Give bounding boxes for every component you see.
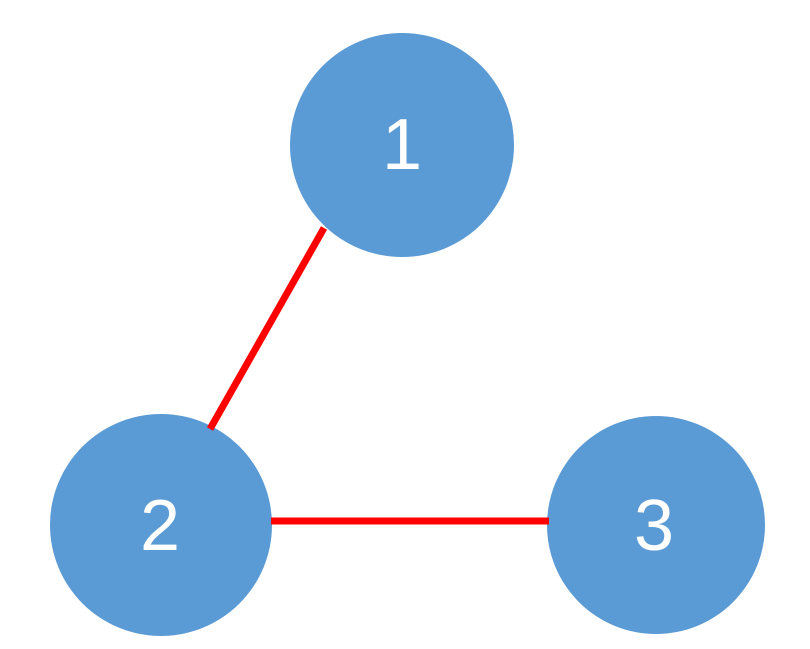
node-circle-2[interactable] (50, 414, 272, 636)
node-label-3: 3 (634, 486, 674, 566)
nodes-layer (50, 33, 765, 636)
node-label-1: 1 (382, 105, 422, 185)
node-circle-3[interactable] (547, 416, 765, 634)
edge-1-2[interactable] (206, 226, 328, 431)
node-labels-layer: 1 2 3 (140, 105, 674, 566)
node-circle-1[interactable] (290, 33, 514, 257)
edges-layer (206, 226, 549, 525)
node-label-2: 2 (140, 486, 180, 566)
